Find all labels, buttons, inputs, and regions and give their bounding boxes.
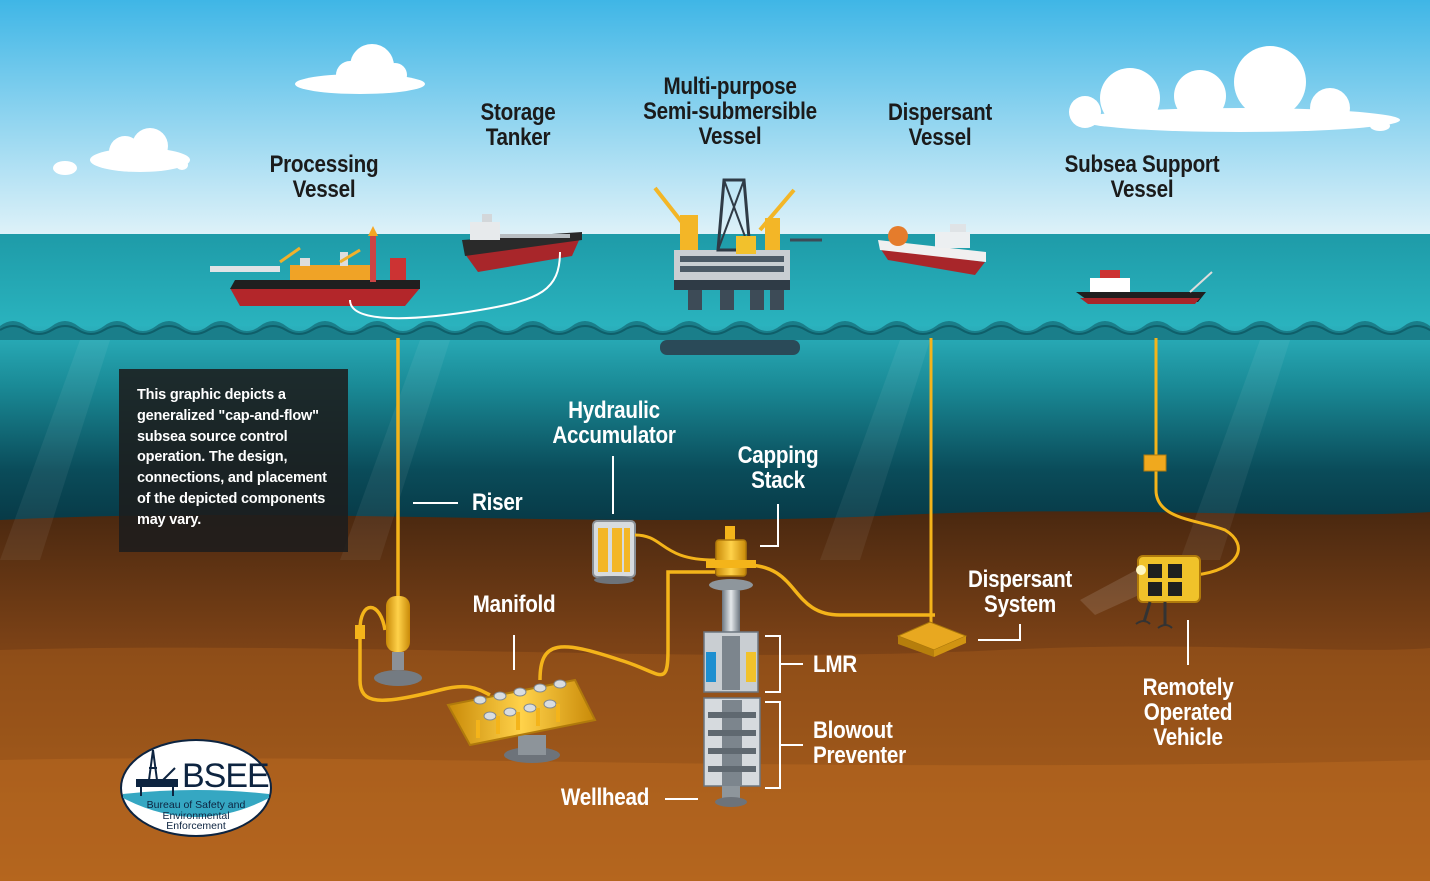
manifold-label: Manifold bbox=[472, 591, 556, 618]
capping-stack-label: Capping Stack bbox=[737, 442, 819, 495]
capping-stack-assembly bbox=[706, 526, 756, 591]
cloud-center bbox=[295, 44, 425, 94]
seabed bbox=[0, 511, 1430, 881]
light-rays bbox=[0, 340, 1290, 560]
lmr-assembly bbox=[703, 590, 759, 693]
multi-purpose-vessel-label: Multi-purpose Semi-submersible Vessel bbox=[643, 73, 817, 151]
stack-to-dispersant-pipe bbox=[745, 563, 935, 617]
info-box: This graphic depicts a generalized "cap-… bbox=[119, 369, 348, 552]
semi-submersible-vessel-rig bbox=[653, 178, 822, 310]
bsee-full-name: Bureau of Safety and Environmental Enfor… bbox=[146, 799, 246, 832]
hydraulic-accumulator-label: Hydraulic Accumulator bbox=[552, 397, 676, 450]
subsea-support-vessel-label: Subsea Support Vessel bbox=[1064, 151, 1220, 204]
rov-unit bbox=[1080, 555, 1201, 629]
rov-label: Remotely Operated Vehicle bbox=[1142, 674, 1234, 752]
storage-tanker-ship bbox=[462, 214, 582, 272]
cloud-right bbox=[1069, 46, 1400, 132]
dispersant-vessel-label: Dispersant Vessel bbox=[887, 99, 993, 152]
oil-rig-icon bbox=[136, 749, 178, 796]
semi-submersible-pontoon bbox=[660, 340, 800, 355]
wellhead-fixture bbox=[715, 786, 747, 807]
processing-vessel-label: Processing Vessel bbox=[269, 151, 379, 204]
surface-line bbox=[0, 325, 1430, 335]
blowout-preventer-label: Blowout Preventer bbox=[813, 717, 906, 770]
offload-hose bbox=[349, 251, 561, 320]
dispersant-vessel-ship bbox=[878, 224, 986, 275]
rov-tether bbox=[1154, 338, 1240, 577]
surface-waves bbox=[0, 321, 1430, 340]
subsea-support-vessel-ship bbox=[1076, 270, 1213, 304]
accumulator-line bbox=[634, 533, 716, 562]
blowout-preventer-assembly bbox=[703, 697, 761, 787]
cloud-left bbox=[53, 128, 190, 175]
bsee-logo bbox=[120, 739, 272, 837]
processing-vessel-ship bbox=[210, 226, 420, 306]
dispersant-system-label: Dispersant System bbox=[967, 566, 1073, 619]
storage-tanker-label: Storage Tanker bbox=[480, 99, 556, 152]
lmr-label: LMR bbox=[813, 651, 857, 678]
manifold-structure bbox=[446, 678, 597, 763]
leader-lines bbox=[413, 456, 1189, 800]
bsee-acronym: BSEE bbox=[182, 757, 270, 795]
manifold-to-stack-pipe bbox=[538, 570, 715, 681]
riser-buoy bbox=[355, 596, 422, 686]
seabed-band-2 bbox=[0, 758, 1430, 881]
tether-management-box bbox=[1143, 454, 1167, 472]
wellhead-label: Wellhead bbox=[560, 784, 650, 811]
dispersant-system-unit bbox=[896, 621, 968, 657]
riser-pipe bbox=[358, 338, 491, 702]
hydraulic-accumulator-unit bbox=[592, 520, 636, 584]
riser-label: Riser bbox=[472, 489, 523, 516]
